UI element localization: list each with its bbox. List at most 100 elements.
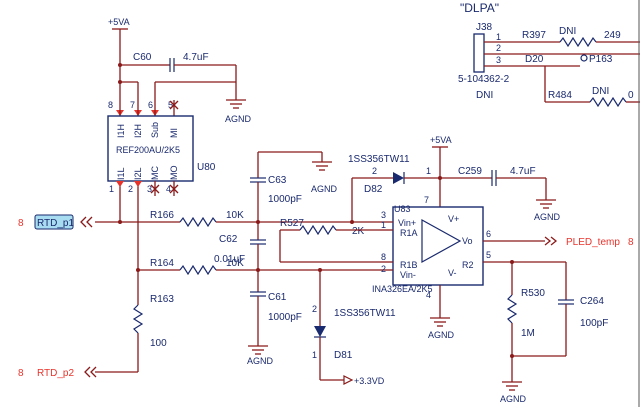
net-rtd-p2: 8 RTD_p2 (18, 366, 97, 379)
resistor-r530: R530 1M (506, 288, 545, 339)
agnd-c259: AGND (534, 199, 561, 222)
diode-d82: 1SS356TW11 2 1 D82 (348, 154, 431, 195)
svg-text:0: 0 (628, 90, 634, 101)
svg-text:U83: U83 (394, 204, 411, 214)
svg-text:I2H: I2H (133, 124, 143, 138)
svg-text:5-104362-2: 5-104362-2 (458, 74, 510, 85)
ic-u80: I1H I2H Sub MI REF200AU/2K5 I1L I2L MC M… (107, 115, 216, 182)
agnd-c61: AGND (247, 345, 274, 366)
svg-text:249: 249 (604, 30, 621, 41)
svg-text:1: 1 (381, 220, 386, 230)
svg-text:2: 2 (496, 43, 501, 53)
svg-text:3: 3 (147, 184, 152, 194)
diode-d81: 2 1SS356TW11 1 D81 (312, 304, 396, 361)
supply-3v3: +3.3VD (343, 375, 385, 386)
svg-text:DNI: DNI (592, 86, 609, 97)
svg-text:MI: MI (169, 128, 179, 138)
svg-text:R397: R397 (522, 30, 546, 41)
svg-text:1SS356TW11: 1SS356TW11 (334, 308, 396, 319)
svg-text:5: 5 (168, 100, 173, 110)
svg-text:Vo: Vo (462, 236, 473, 246)
svg-text:I2L: I2L (133, 167, 143, 180)
resistor-r397: R397 DNI 249 (522, 26, 621, 48)
svg-text:C63: C63 (268, 175, 287, 186)
svg-text:MC: MC (150, 166, 160, 180)
svg-text:RTD_p1: RTD_p1 (37, 218, 74, 229)
svg-text:"DLPA": "DLPA" (460, 1, 499, 15)
svg-text:U80: U80 (197, 162, 216, 173)
svg-text:D81: D81 (334, 350, 353, 361)
svg-text:D20: D20 (525, 54, 544, 65)
agnd-c60: AGND (225, 82, 252, 124)
connector-j38: J38 1 2 3 5-104362-2 DNI (458, 22, 510, 101)
svg-text:R527: R527 (280, 218, 304, 229)
svg-text:C62: C62 (219, 234, 238, 245)
svg-text:PLED_temp: PLED_temp (566, 237, 620, 248)
svg-text:C264: C264 (580, 296, 604, 307)
svg-text:Sub: Sub (150, 122, 160, 138)
svg-text:C60: C60 (133, 52, 152, 63)
svg-text:AGND: AGND (311, 184, 338, 194)
resistor-r164: R164 10K (150, 258, 244, 276)
svg-text:2: 2 (372, 166, 377, 176)
svg-text:J38: J38 (476, 22, 493, 33)
svg-text:1SS356TW11: 1SS356TW11 (348, 154, 410, 165)
svg-text:R2: R2 (462, 260, 474, 270)
svg-text:1: 1 (496, 32, 501, 42)
resistor-r163: R163 100 (132, 294, 174, 349)
svg-text:R166: R166 (150, 210, 174, 221)
svg-text:4.7uF: 4.7uF (183, 52, 209, 63)
resistor-r166: R166 10K (150, 210, 244, 228)
svg-text:DNI: DNI (476, 90, 493, 101)
svg-text:V+: V+ (448, 214, 459, 224)
svg-text:P163: P163 (589, 54, 613, 65)
svg-text:REF200AU/2K5: REF200AU/2K5 (116, 145, 180, 155)
svg-text:7: 7 (130, 100, 135, 110)
svg-text:5: 5 (486, 250, 491, 260)
svg-text:1: 1 (312, 350, 317, 360)
svg-text:4: 4 (426, 290, 431, 300)
svg-text:Vin-: Vin- (400, 270, 416, 280)
svg-text:V-: V- (448, 268, 457, 278)
capacitor-c259: C259 4.7uF (458, 166, 536, 186)
supply-5va-mid: +5VA (430, 135, 452, 148)
svg-text:+3.3VD: +3.3VD (354, 376, 385, 386)
svg-text:+5VA: +5VA (430, 135, 452, 145)
svg-text:3: 3 (496, 55, 501, 65)
svg-text:1000pF: 1000pF (268, 312, 302, 323)
svg-text:R1B: R1B (400, 260, 418, 270)
svg-text:0.01uF: 0.01uF (214, 254, 245, 265)
svg-text:1M: 1M (521, 328, 535, 339)
svg-text:4.7uF: 4.7uF (510, 166, 536, 177)
svg-text:1000pF: 1000pF (268, 194, 302, 205)
svg-text:I1H: I1H (116, 124, 126, 138)
resistor-r484: R484 DNI 0 (548, 86, 634, 108)
svg-text:RTD_p2: RTD_p2 (37, 368, 74, 379)
svg-text:MO: MO (169, 166, 179, 181)
svg-text:+5VA: +5VA (108, 17, 130, 27)
svg-text:AGND: AGND (428, 330, 455, 340)
net-rtd-p1: 8 RTD_p1 (18, 214, 93, 230)
svg-text:8: 8 (18, 368, 24, 379)
svg-text:2K: 2K (352, 226, 365, 237)
svg-text:C61: C61 (268, 292, 287, 303)
ic-u83: U83 V+ R1A Vin+ Vo R1B Vin- V- R2 INA326… (372, 204, 484, 294)
svg-text:1: 1 (426, 166, 431, 176)
svg-text:DNI: DNI (559, 26, 576, 37)
svg-text:2: 2 (381, 264, 386, 274)
svg-text:4: 4 (166, 184, 171, 194)
svg-text:3: 3 (381, 210, 386, 220)
svg-text:6: 6 (148, 100, 153, 110)
title-dlpa: "DLPA" (460, 1, 499, 15)
svg-text:7: 7 (424, 195, 429, 205)
agnd-r530: AGND (500, 381, 527, 404)
agnd-u83: AGND (428, 317, 455, 340)
svg-text:100pF: 100pF (580, 318, 608, 329)
svg-text:R1A: R1A (400, 228, 418, 238)
svg-text:C259: C259 (458, 166, 482, 177)
svg-text:8: 8 (381, 252, 386, 262)
svg-text:I1L: I1L (116, 167, 126, 180)
svg-text:AGND: AGND (534, 212, 561, 222)
resistor-r527: R527 2K (280, 218, 365, 237)
